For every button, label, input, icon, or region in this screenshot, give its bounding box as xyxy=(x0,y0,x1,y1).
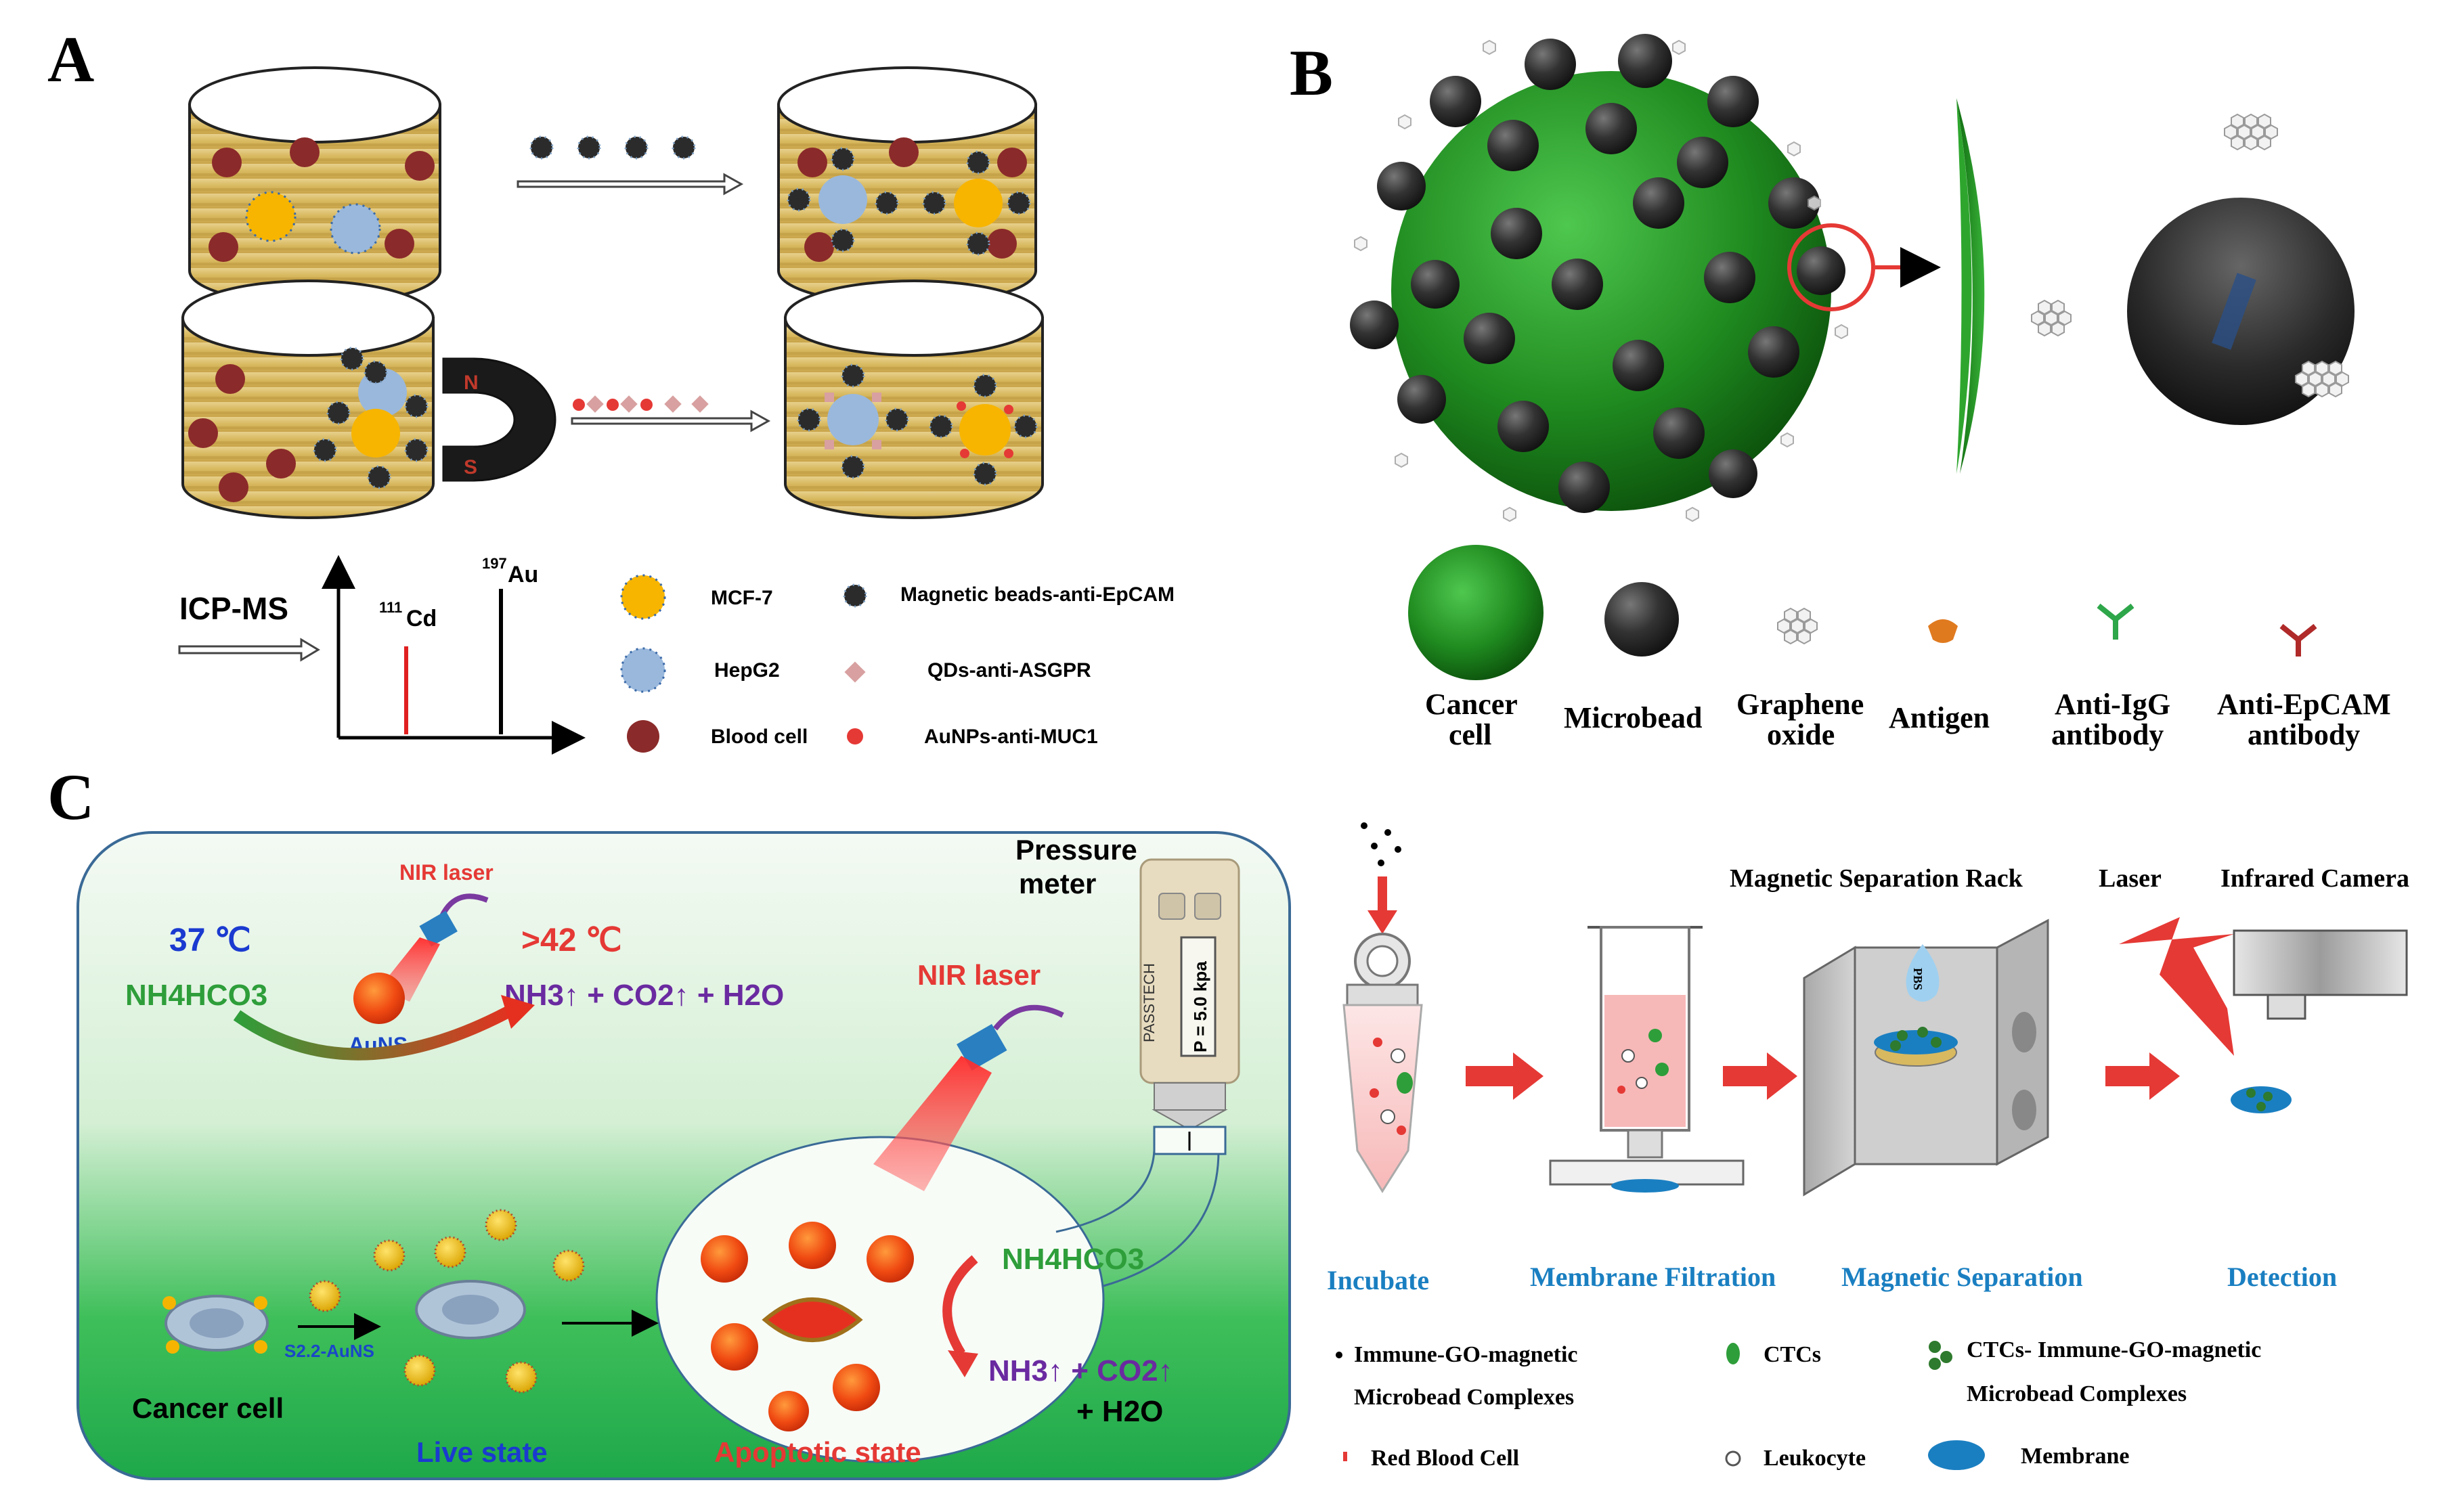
legend-ctc-complex-1: CTCs- Immune-GO-magnetic xyxy=(1967,1337,2261,1362)
pbs-label: PBS xyxy=(1911,968,1925,990)
icpms-plot: ICP-MS 111 Cd 197 Au xyxy=(178,555,586,755)
s22-auns-label: S2.2-AuNS xyxy=(284,1341,374,1361)
ctc-workflow: Incubate Membrane Filtration Magnetic Se… xyxy=(1327,822,2409,1471)
legend-membrane: Membrane xyxy=(2021,1444,2130,1469)
legend-b: Cancer cell Microbead Graphene oxide Ant… xyxy=(1408,545,2391,751)
rack-label: Magnetic Separation Rack xyxy=(1730,864,2023,893)
temp-37: 37 ℃ xyxy=(169,922,251,958)
nir-laser-small-label: NIR laser xyxy=(399,860,494,885)
nir-laser-big-label: NIR laser xyxy=(917,959,1041,991)
step-incubate: Incubate xyxy=(1327,1265,1429,1295)
legend-antigen: Antigen xyxy=(1889,701,1990,734)
pressure-label-2: meter xyxy=(1019,868,1096,899)
temp-42: >42 ℃ xyxy=(521,922,622,958)
legend-microbead: Microbead xyxy=(1564,701,1703,734)
can-top-left xyxy=(188,66,441,306)
meter-reading: P = 5.0 kpa xyxy=(1190,961,1210,1052)
ammonium-release-scheme: PASSTECH P = 5.0 kpa Pressure meter NIR … xyxy=(76,831,1291,1480)
legend-igg-2: antibody xyxy=(2051,718,2164,751)
legend-graphene-1: Graphene xyxy=(1736,688,1864,721)
magnet-s-label: S xyxy=(464,456,477,479)
legend-igg-1: Anti-IgG xyxy=(2055,688,2170,721)
legend-qds: QDs-anti-ASGPR xyxy=(927,659,1091,682)
legend-hepg2: HepG2 xyxy=(714,659,780,682)
reaction-products-2: NH3↑ + CO2↑ xyxy=(988,1354,1173,1387)
pressure-label-1: Pressure xyxy=(1015,834,1137,866)
can-magnet: N S xyxy=(181,280,556,519)
legend-a: MCF-7 HepG2 Blood cell Magnetic beads-an… xyxy=(620,574,1175,753)
legend-rbc: Red Blood Cell xyxy=(1371,1446,1519,1471)
legend-ctcs: CTCs xyxy=(1764,1342,1821,1367)
legend-aunps: AuNPs-anti-MUC1 xyxy=(924,726,1098,748)
legend-epcam-1: Anti-EpCAM xyxy=(2217,688,2391,721)
live-state-label: Live state xyxy=(416,1436,548,1468)
step-magnetic-separation: Magnetic Separation xyxy=(1841,1262,2083,1292)
nh4hco3-product-reactant: NH4HCO3 xyxy=(1002,1243,1144,1276)
step-membrane-filtration: Membrane Filtration xyxy=(1530,1262,1776,1292)
legend-graphene-2: oxide xyxy=(1767,718,1835,751)
h2o-product: + H2O xyxy=(1076,1395,1163,1428)
apoptotic-state-label: Apoptotic state xyxy=(714,1436,921,1468)
step-detection: Detection xyxy=(2227,1262,2337,1292)
reaction-products: NH3↑ + CO2↑ + H2O xyxy=(504,979,784,1012)
magnet-n-label: N xyxy=(464,372,479,394)
beads-addition xyxy=(517,135,744,196)
nh4hco3-reactant: NH4HCO3 xyxy=(125,979,267,1012)
camera-label: Infrared Camera xyxy=(2220,864,2409,893)
legend-ctc-complex-2: Microbead Complexes xyxy=(1967,1381,2187,1406)
legend-cancer-cell-1: Cancer xyxy=(1425,688,1518,721)
legend-epcam-2: antibody xyxy=(2248,718,2360,751)
panel-label-a: A xyxy=(47,23,94,95)
zoomed-interface xyxy=(1956,98,2355,474)
legend-blood: Blood cell xyxy=(711,726,808,748)
cancer-cell-label: Cancer cell xyxy=(132,1392,284,1424)
panel-label-c: C xyxy=(47,761,94,833)
au-peak-sup: 197 xyxy=(482,555,507,572)
microbead-cancer-cell-composite xyxy=(1350,34,1941,522)
legend-mcf7: MCF-7 xyxy=(711,587,773,609)
panel-label-b: B xyxy=(1290,37,1333,109)
can-bottom-right xyxy=(784,280,1044,519)
legend-cancer-cell-2: cell xyxy=(1449,718,1492,751)
legend-beads: Magnetic beads-anti-EpCAM xyxy=(900,583,1175,606)
laser-label: Laser xyxy=(2099,864,2162,893)
probes-addition xyxy=(571,395,771,432)
cd-peak-sup: 111 xyxy=(379,599,402,616)
legend-complex-2: Microbead Complexes xyxy=(1354,1385,1574,1410)
au-peak-label: Au xyxy=(508,562,538,587)
cd-peak-label: Cd xyxy=(406,606,437,631)
icpms-label: ICP-MS xyxy=(179,591,288,626)
legend-leukocyte: Leukocyte xyxy=(1764,1446,1866,1471)
meter-brand: PASSTECH xyxy=(1141,963,1158,1042)
can-top-right xyxy=(777,66,1037,306)
legend-complex-1: Immune-GO-magnetic xyxy=(1354,1342,1578,1367)
